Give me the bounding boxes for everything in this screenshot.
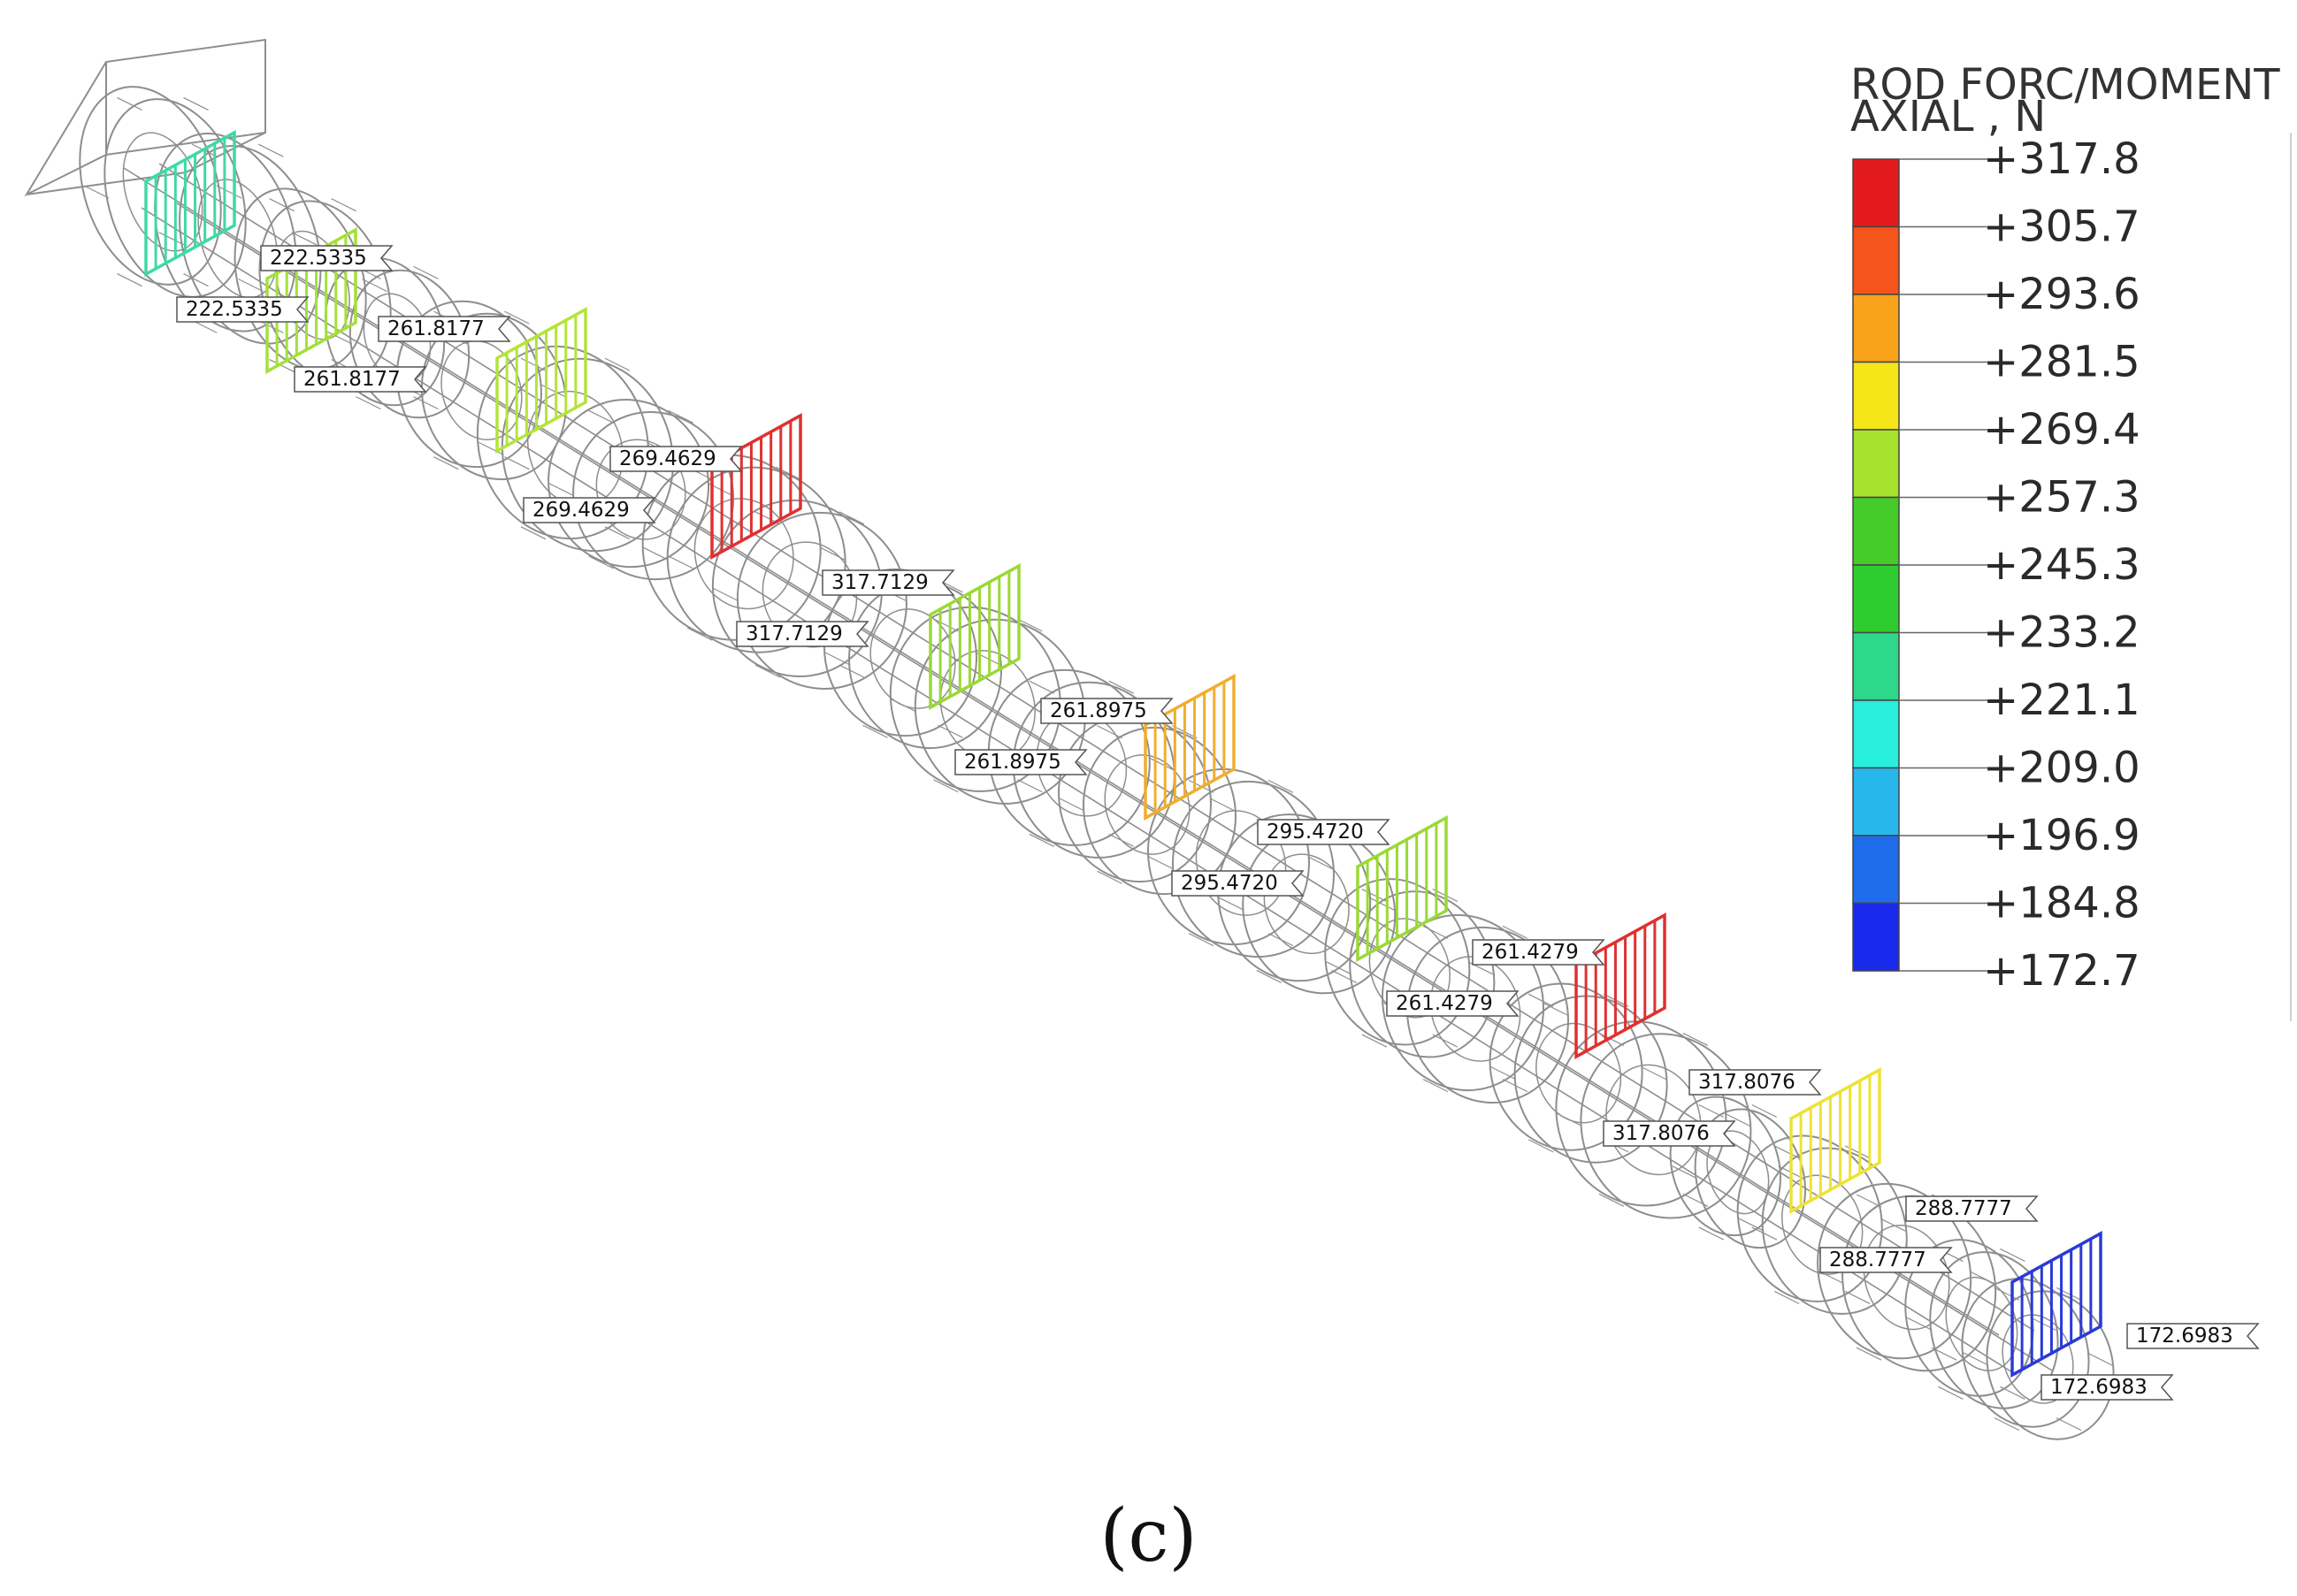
legend-value: +269.4	[1983, 405, 2140, 454]
rod-force-label: 317.7129	[736, 621, 869, 647]
rod-force-label: 269.4629	[523, 497, 656, 523]
legend-title-line2: AXIAL , N	[1850, 92, 2046, 141]
svg-text:317.8076: 317.8076	[1698, 1071, 1795, 1094]
rod-element	[144, 130, 236, 277]
rod-force-label: 317.8076	[1688, 1069, 1822, 1096]
svg-text:222.5335: 222.5335	[270, 247, 367, 270]
wire-ring	[1381, 913, 1570, 1104]
legend-value: +209.0	[1983, 744, 2140, 793]
svg-text:172.6983: 172.6983	[2050, 1376, 2148, 1399]
color-legend: ROD FORC/MOMENT AXIAL , N +317.8 +305.7 +2…	[1850, 60, 2292, 1021]
rod-force-label: 295.4720	[1257, 819, 1390, 845]
shaft-line	[141, 207, 2018, 1376]
legend-band	[1852, 835, 1900, 905]
shaft-line	[176, 202, 2053, 1371]
figure-caption: (c)	[1099, 1494, 1198, 1578]
svg-text:317.7129: 317.7129	[746, 622, 843, 645]
svg-text:261.4279: 261.4279	[1396, 992, 1493, 1015]
rod-force-label: 172.6983	[2041, 1374, 2174, 1401]
rod-element	[929, 563, 1021, 710]
legend-title-line1: ROD FORC/MOMENT	[1850, 60, 2280, 110]
svg-text:317.8076: 317.8076	[1612, 1122, 1710, 1145]
rod-force-label: 269.4629	[609, 446, 743, 472]
legend-tick-values: +317.8 +305.7 +293.6 +281.5 +269.4 +257.3 +245…	[1983, 134, 2140, 928]
legend-band	[1852, 496, 1900, 566]
rod-elements	[144, 130, 2102, 1378]
rod-force-label: 288.7777	[1905, 1195, 2039, 1222]
legend-band	[1852, 564, 1900, 634]
svg-text:295.4720: 295.4720	[1181, 872, 1278, 895]
legend-value: +293.6	[1983, 270, 2140, 319]
svg-text:261.8975: 261.8975	[964, 751, 1061, 774]
end-cap	[24, 38, 266, 197]
legend-band	[1852, 158, 1900, 228]
rod-element	[1144, 674, 1236, 821]
wire-ring	[1736, 1134, 1908, 1315]
legend-value: +221.1	[1983, 676, 2140, 725]
legend-band	[1852, 767, 1900, 836]
rod-force-label: 172.6983	[2126, 1323, 2260, 1349]
svg-text:261.8975: 261.8975	[1050, 699, 1147, 722]
legend-band	[1852, 361, 1900, 431]
rod-force-labels: 222.5335 222.5335 261.8177 261.8177 269.4629…	[176, 245, 2260, 1401]
rod-force-label: 261.8975	[954, 749, 1088, 775]
rod-force-label: 317.8076	[1603, 1120, 1736, 1147]
legend-band	[1852, 631, 1900, 701]
rod-force-label: 261.8975	[1040, 698, 1174, 724]
legend-band	[1852, 429, 1900, 499]
rod-force-label: 261.8177	[294, 366, 427, 393]
svg-text:172.6983: 172.6983	[2136, 1325, 2233, 1348]
rod-force-label: 288.7777	[1819, 1247, 1953, 1273]
rod-force-label: 261.4279	[1472, 939, 1605, 966]
rod-force-label: 261.8177	[378, 316, 511, 342]
rod-element	[1789, 1067, 1881, 1214]
rod-element	[1356, 815, 1448, 962]
svg-text:269.4629: 269.4629	[532, 499, 630, 522]
wire-ring	[1904, 1239, 2059, 1409]
svg-text:222.5335: 222.5335	[186, 298, 283, 321]
svg-text:261.8177: 261.8177	[303, 368, 401, 391]
svg-text:288.7777: 288.7777	[1829, 1249, 1926, 1271]
rod-force-label: 317.7129	[822, 569, 955, 596]
wire-ring	[1669, 1096, 1806, 1249]
legend-value: +257.3	[1983, 473, 2140, 523]
legend-value: +233.2	[1983, 608, 2140, 658]
legend-color-bands	[1852, 133, 2292, 1021]
svg-text:269.4629: 269.4629	[619, 447, 716, 470]
legend-value: +317.8	[1983, 134, 2140, 184]
rod-element	[710, 413, 802, 560]
rod-element	[2010, 1231, 2102, 1378]
svg-text:317.7129: 317.7129	[831, 571, 929, 594]
svg-text:295.4720: 295.4720	[1267, 821, 1364, 844]
legend-band	[1852, 902, 1900, 972]
rod-force-label: 261.4279	[1386, 990, 1520, 1017]
rod-element	[495, 307, 587, 454]
legend-value: +305.7	[1983, 202, 2140, 252]
svg-text:261.4279: 261.4279	[1482, 941, 1579, 964]
rod-element	[1574, 913, 1666, 1059]
legend-value: +281.5	[1983, 338, 2140, 387]
svg-text:261.8177: 261.8177	[387, 317, 485, 340]
rod-force-label: 222.5335	[260, 245, 394, 271]
legend-value-bottom: +172.7	[1983, 946, 2140, 996]
legend-value: +196.9	[1983, 811, 2140, 860]
rod-force-label: 295.4720	[1171, 870, 1305, 897]
legend-value: +184.8	[1983, 879, 2140, 928]
svg-text:288.7777: 288.7777	[1915, 1197, 2012, 1220]
legend-band	[1852, 699, 1900, 769]
legend-band	[1852, 294, 1900, 363]
legend-band	[1852, 225, 1900, 295]
legend-value: +245.3	[1983, 540, 2140, 590]
rod-force-label: 222.5335	[176, 296, 310, 323]
